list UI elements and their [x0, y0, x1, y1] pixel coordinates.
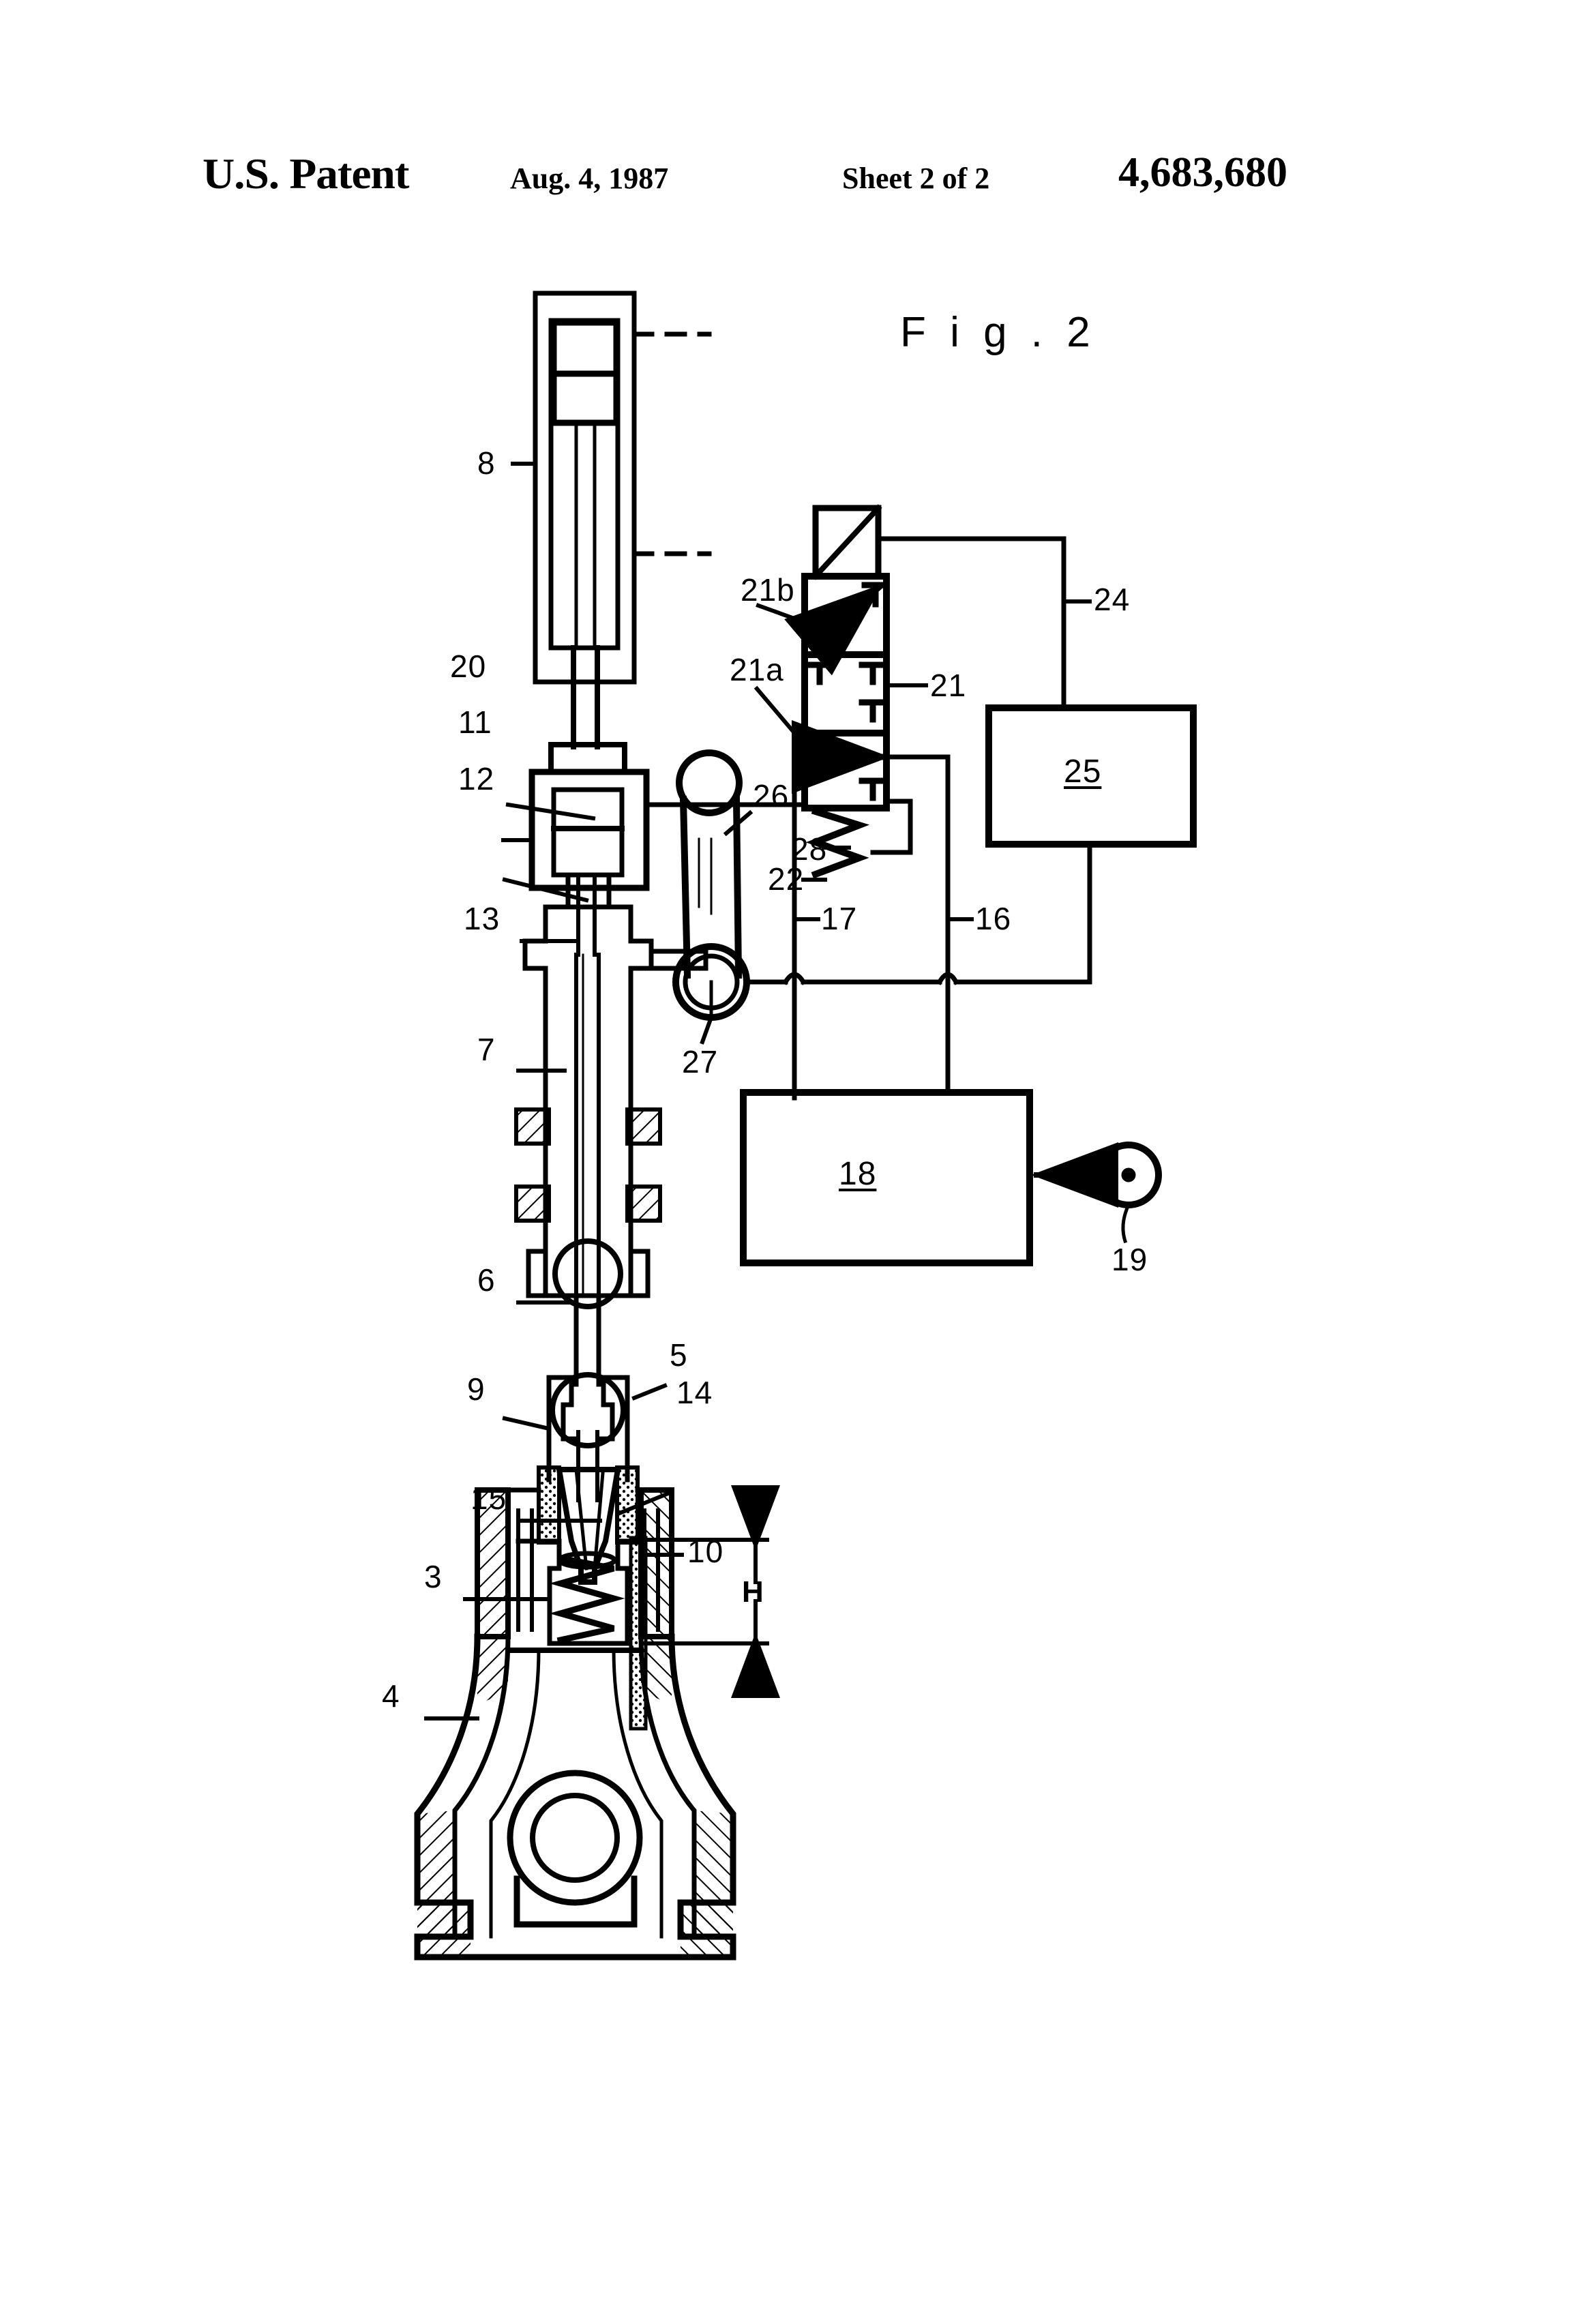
ref-numeral-20: 20 — [450, 649, 487, 684]
housing-11 — [528, 742, 650, 957]
ref-numeral-22: 22 — [768, 861, 805, 897]
ref-numeral-12: 12 — [458, 761, 495, 796]
patent-number: 4,683,680 — [1118, 149, 1287, 196]
air-source-19 — [1031, 1142, 1162, 1244]
ref-numeral-24: 24 — [1094, 582, 1131, 617]
ref-numeral-5: 5 — [670, 1337, 688, 1373]
valve-21 — [784, 504, 890, 879]
rod-6 — [573, 1293, 601, 1387]
ref-numeral-4: 4 — [382, 1678, 400, 1714]
pivot-27 — [672, 943, 750, 1021]
coupling-upper — [526, 1238, 651, 1309]
ref-numeral-21: 21 — [930, 668, 967, 703]
ref-numeral-28: 28 — [791, 831, 828, 867]
bearing-blocks-7 — [514, 1107, 662, 1223]
patent-date: Aug. 4, 1987 — [510, 162, 669, 195]
cylinder-8 — [533, 290, 637, 749]
patent-office-title: U.S. Patent — [203, 149, 409, 198]
seat-ring-9 — [537, 1465, 640, 1545]
box-25-label: 25 — [1064, 754, 1102, 790]
ref-numeral-7: 7 — [477, 1032, 496, 1067]
ref-numeral-17: 17 — [821, 901, 858, 936]
ref-numeral-16: 16 — [975, 901, 1012, 936]
ref-numeral-6: 6 — [477, 1262, 496, 1298]
spring-15 — [549, 1551, 625, 1644]
ref-numeral-13: 13 — [464, 901, 501, 936]
ref-numeral-26: 26 — [753, 778, 790, 814]
box-18-rect — [740, 1089, 1033, 1266]
sheet-number: Sheet 2 of 2 — [842, 162, 990, 195]
ref-numeral-11: 11 — [458, 704, 492, 740]
box-25-rect — [985, 704, 1197, 848]
leader-lines — [424, 462, 602, 1720]
piping — [644, 536, 1092, 1101]
ref-numeral-19: 19 — [1111, 1242, 1148, 1277]
ref-numeral-21b: 21b — [741, 572, 795, 608]
valve-head-5 — [546, 1372, 630, 1502]
figure-title: F i g . 2 — [900, 309, 1096, 356]
ref-numeral-14: 14 — [676, 1375, 713, 1410]
guide-head-13 — [522, 904, 708, 1005]
dimension-H-label: H — [742, 1575, 764, 1609]
cylinder-dashed-lines — [631, 331, 712, 556]
guide-tube-7 — [543, 953, 633, 1298]
base-4 — [414, 1633, 736, 1961]
ref-numeral-3: 3 — [424, 1559, 443, 1594]
ref-numeral-9: 9 — [467, 1371, 486, 1407]
lever-26 — [676, 749, 743, 979]
ref-numeral-8: 8 — [477, 445, 496, 481]
box-18-label: 18 — [839, 1156, 877, 1192]
ref-numeral-21a: 21a — [730, 652, 784, 687]
ref-numeral-27: 27 — [682, 1044, 719, 1079]
sheet-header: U.S. Patent Aug. 4, 1987 Sheet 2 of 2 4,… — [0, 149, 1582, 224]
leader-lines-right — [615, 599, 1092, 1557]
ref-numeral-10: 10 — [687, 1534, 724, 1569]
ref-numeral-15: 15 — [471, 1480, 507, 1516]
dimension-H — [642, 1485, 780, 1698]
